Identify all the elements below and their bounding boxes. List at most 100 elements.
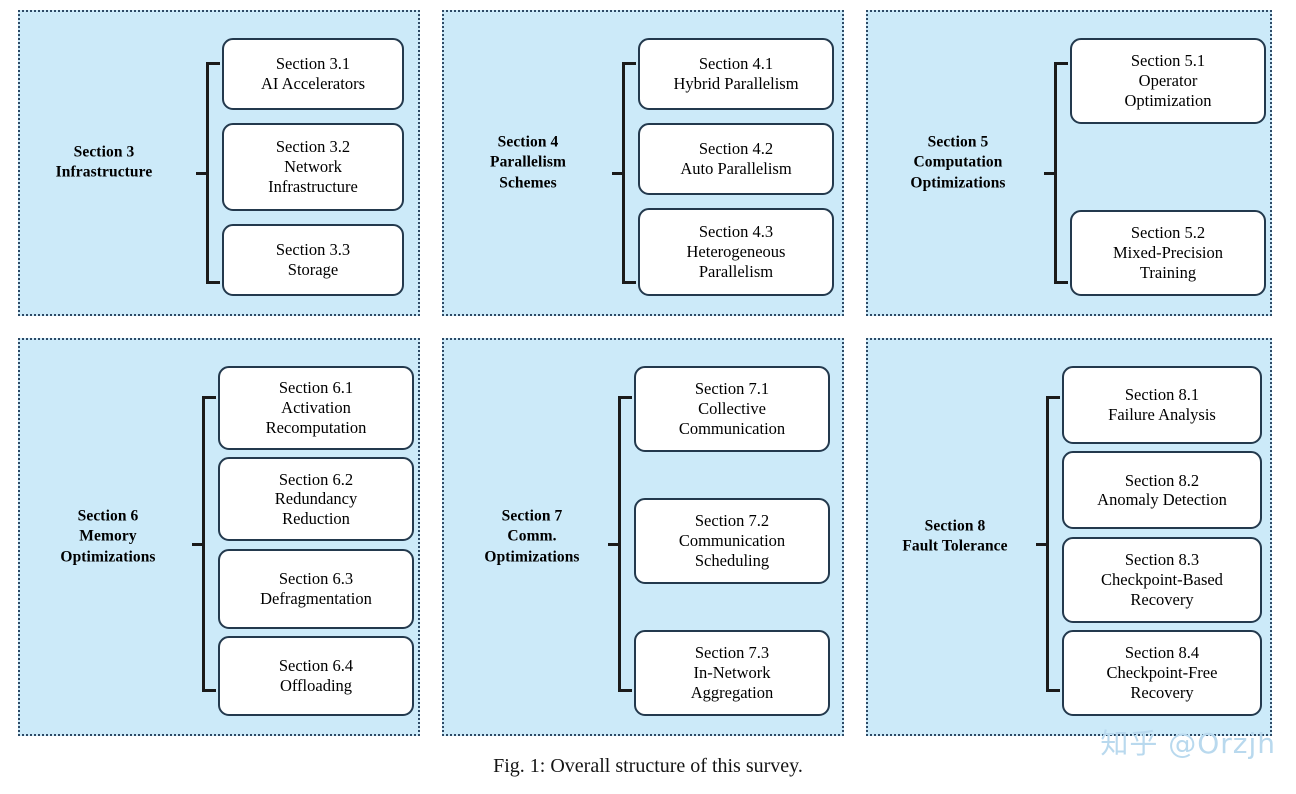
node-list-section-7: Section 7.1 Collective Communication Sec… — [634, 366, 830, 716]
node-section-4-3[interactable]: Section 4.3 Heterogeneous Parallelism — [638, 208, 834, 296]
group-label-line: Optimizations — [484, 548, 580, 566]
panel-section-4: Section 4 Parallelism Schemes Section 4.… — [442, 10, 844, 316]
node-line: Infrastructure — [268, 176, 358, 196]
node-line: Recomputation — [265, 417, 367, 437]
node-line: Aggregation — [690, 682, 774, 702]
node-section-3-1[interactable]: Section 3.1 AI Accelerators — [222, 38, 404, 110]
node-line: Failure Analysis — [1108, 405, 1216, 424]
node-line: Section 8.2 — [1124, 470, 1200, 490]
node-line: Defragmentation — [260, 588, 372, 608]
node-list-section-5: Section 5.1 Operator Optimization Sectio… — [1070, 38, 1266, 296]
panel-section-5: Section 5 Computation Optimizations Sect… — [866, 10, 1272, 316]
group-label-line: Section 8 — [924, 517, 986, 535]
node-line: Offloading — [279, 675, 353, 695]
group-label-section-8: Section 8 Fault Tolerance — [862, 517, 1048, 558]
node-section-8-3[interactable]: Section 8.3 Checkpoint-Based Recovery — [1062, 536, 1262, 623]
node-line: Section 6.2 — [278, 469, 354, 489]
node-section-7-2[interactable]: Section 7.2 Communication Scheduling — [634, 498, 830, 584]
node-section-7-1[interactable]: Section 7.1 Collective Communication — [634, 366, 830, 452]
node-section-6-1[interactable]: Section 6.1 Activation Recomputation — [218, 366, 414, 450]
node-section-7-3[interactable]: Section 7.3 In-Network Aggregation — [634, 630, 830, 716]
node-line: Section 6.4 — [278, 656, 354, 676]
group-label-line: Section 5 — [927, 133, 989, 151]
node-line: Section 8.4 — [1124, 643, 1200, 663]
node-line: Section 6.3 — [278, 568, 354, 588]
node-section-6-3[interactable]: Section 6.3 Defragmentation — [218, 548, 414, 629]
node-line: Section 4.1 — [698, 54, 774, 74]
group-label-line: Parallelism — [490, 153, 566, 171]
node-list-section-6: Section 6.1 Activation Recomputation Sec… — [218, 366, 414, 716]
node-line: Redundancy — [274, 489, 358, 509]
panel-section-8: Section 8 Fault Tolerance Section 8.1 Fa… — [866, 338, 1272, 736]
node-line: Section 4.2 — [698, 139, 774, 159]
node-line: Section 5.2 — [1130, 223, 1206, 243]
group-label-line: Section 6 — [77, 507, 139, 525]
node-section-5-2[interactable]: Section 5.2 Mixed-Precision Training — [1070, 210, 1266, 296]
group-label-line: Section 4 — [497, 133, 559, 151]
node-section-8-1[interactable]: Section 8.1 Failure Analysis — [1062, 366, 1262, 444]
node-line: Network — [284, 157, 342, 177]
node-line: Section 8.3 — [1124, 549, 1200, 569]
node-line: Communication — [678, 531, 786, 551]
node-line: Collective — [698, 399, 766, 419]
node-line: Section 3.1 — [275, 54, 351, 74]
node-section-3-3[interactable]: Section 3.3 Storage — [222, 224, 404, 296]
group-label-line: Comm. — [507, 527, 557, 545]
node-line: Operator — [1138, 71, 1198, 91]
group-label-section-5: Section 5 Computation Optimizations — [868, 132, 1048, 193]
bracket-section-5 — [1040, 62, 1068, 284]
node-section-4-1[interactable]: Section 4.1 Hybrid Parallelism — [638, 38, 834, 110]
node-line: Activation — [281, 398, 351, 418]
bracket-section-3 — [192, 62, 220, 284]
group-label-section-3: Section 3 Infrastructure — [20, 143, 188, 184]
group-label-line: Section 7 — [501, 507, 563, 525]
node-section-6-2[interactable]: Section 6.2 Redundancy Reduction — [218, 457, 414, 542]
node-line: Section 7.1 — [694, 379, 770, 399]
node-line: Section 4.3 — [698, 222, 774, 242]
node-section-3-2[interactable]: Section 3.2 Network Infrastructure — [222, 123, 404, 211]
node-line: Section 7.2 — [694, 511, 770, 531]
group-label-line: Memory — [79, 527, 137, 545]
node-line: Section 3.3 — [275, 240, 351, 260]
node-line: Section 3.2 — [275, 137, 351, 157]
group-label-line: Computation — [913, 153, 1003, 171]
bracket-section-6 — [188, 396, 216, 692]
node-line: Parallelism — [698, 261, 774, 281]
node-list-section-8: Section 8.1 Failure Analysis Section 8.2… — [1062, 366, 1262, 716]
node-line: Hybrid Parallelism — [673, 74, 799, 93]
group-label-line: Fault Tolerance — [902, 538, 1008, 555]
node-section-8-4[interactable]: Section 8.4 Checkpoint-Free Recovery — [1062, 629, 1262, 716]
node-line: Mixed-Precision — [1113, 243, 1223, 263]
panel-section-6: Section 6 Memory Optimizations Section 6… — [18, 338, 420, 736]
panel-section-3: Section 3 Infrastructure Section 3.1 AI … — [18, 10, 420, 316]
node-line: Training — [1139, 262, 1197, 282]
bracket-section-8 — [1032, 396, 1060, 692]
node-line: AI Accelerators — [261, 74, 365, 93]
node-line: Checkpoint-Free — [1106, 663, 1218, 683]
node-line: Checkpoint-Based — [1101, 569, 1223, 589]
node-line: Section 5.1 — [1130, 51, 1206, 71]
node-list-section-3: Section 3.1 AI Accelerators Section 3.2 … — [222, 38, 404, 296]
group-label-line: Schemes — [499, 174, 557, 192]
node-section-4-2[interactable]: Section 4.2 Auto Parallelism — [638, 123, 834, 195]
node-line: Anomaly Detection — [1097, 490, 1227, 510]
node-line: Section 8.1 — [1124, 385, 1200, 405]
node-line: Recovery — [1130, 589, 1194, 609]
bracket-section-4 — [608, 62, 636, 284]
node-section-5-1[interactable]: Section 5.1 Operator Optimization — [1070, 38, 1266, 124]
node-section-6-4[interactable]: Section 6.4 Offloading — [218, 635, 414, 716]
group-label-line: Section 3 — [73, 143, 135, 161]
bracket-section-7 — [604, 396, 632, 692]
node-line: Section 7.3 — [694, 643, 770, 663]
node-section-8-2[interactable]: Section 8.2 Anomaly Detection — [1062, 451, 1262, 530]
node-line: Reduction — [282, 509, 350, 529]
panel-section-7: Section 7 Comm. Optimizations Section 7.… — [442, 338, 844, 736]
group-label-line: Infrastructure — [55, 164, 153, 181]
group-label-line: Optimizations — [60, 548, 156, 566]
node-line: Section 6.1 — [278, 378, 354, 398]
node-line: In-Network — [693, 663, 771, 683]
node-list-section-4: Section 4.1 Hybrid Parallelism Section 4… — [638, 38, 834, 296]
node-line: Recovery — [1130, 682, 1194, 702]
group-label-section-4: Section 4 Parallelism Schemes — [444, 132, 612, 193]
